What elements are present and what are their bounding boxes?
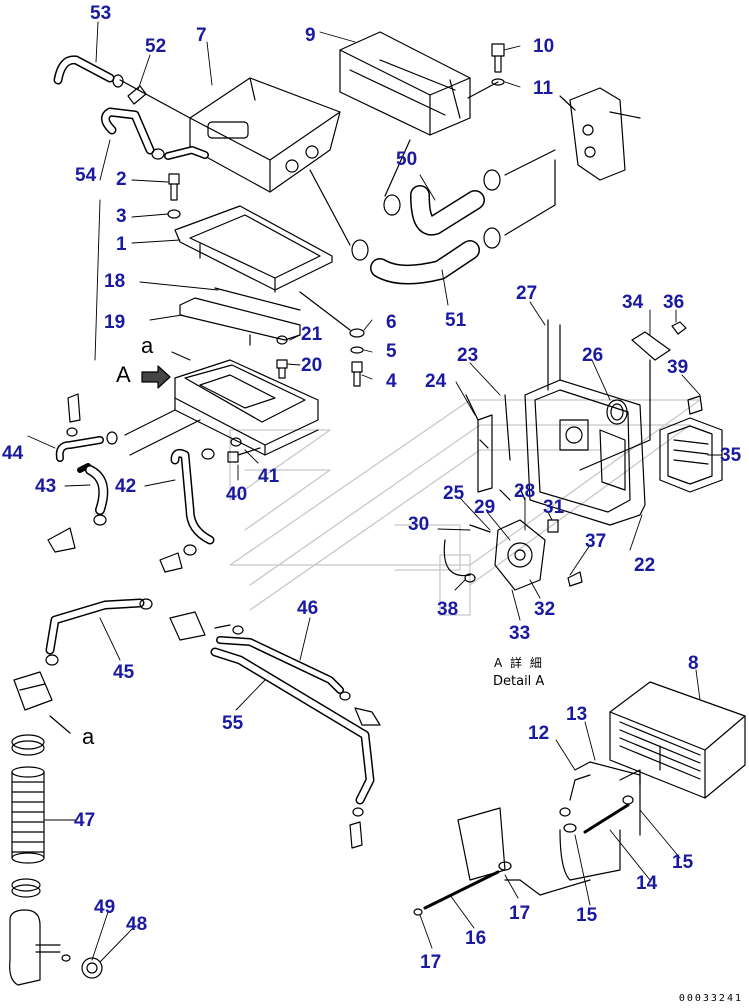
leader-lines	[27, 21, 723, 963]
bracket-12	[559, 761, 641, 881]
callout-36[interactable]: 36	[663, 292, 685, 313]
view-marker-a: A	[116, 362, 131, 387]
tray-assembly	[174, 359, 319, 456]
callout-53[interactable]: 53	[90, 3, 112, 24]
bolt-10	[467, 43, 505, 99]
callout-24[interactable]: 24	[425, 371, 447, 392]
bracket-16	[413, 807, 591, 916]
callout-5[interactable]: 5	[386, 341, 397, 362]
cap-26	[606, 399, 628, 425]
hose-43	[47, 419, 201, 553]
callout-20[interactable]: 20	[301, 355, 323, 376]
callout-25[interactable]: 25	[443, 483, 465, 504]
hose-44	[55, 393, 176, 462]
callout-14[interactable]: 14	[636, 873, 658, 894]
callout-47[interactable]: 47	[74, 810, 96, 831]
callout-32[interactable]: 32	[534, 599, 556, 620]
pipe-55	[210, 647, 375, 849]
callout-50[interactable]: 50	[396, 149, 418, 170]
box-7	[119, 77, 341, 193]
callout-12[interactable]: 12	[528, 723, 550, 744]
callout-15[interactable]: 15	[672, 852, 694, 873]
callout-4[interactable]: 4	[386, 371, 397, 392]
callout-9[interactable]: 9	[305, 25, 316, 46]
callout-33[interactable]: 33	[509, 623, 531, 644]
callout-39[interactable]: 39	[667, 357, 689, 378]
pipe-46	[216, 636, 381, 726]
callout-17[interactable]: 17	[509, 903, 531, 924]
callout-27[interactable]: 27	[516, 283, 538, 304]
callout-51[interactable]: 51	[445, 310, 467, 331]
callout-29[interactable]: 29	[474, 497, 496, 518]
view-arrow-a	[141, 351, 191, 389]
callout-10[interactable]: 10	[533, 36, 555, 57]
callout-37[interactable]: 37	[585, 531, 607, 552]
callout-55[interactable]: 55	[222, 713, 244, 734]
callout-2[interactable]: 2	[116, 169, 127, 190]
callout-35[interactable]: 35	[720, 445, 742, 466]
callout-30[interactable]: 30	[408, 514, 430, 535]
watermark-logo	[229, 399, 701, 616]
callout-17[interactable]: 17	[420, 952, 442, 973]
detail-label-en: Detail A	[493, 674, 545, 689]
frame-1	[174, 205, 333, 293]
callout-42[interactable]: 42	[115, 476, 137, 497]
callout-44[interactable]: 44	[2, 443, 24, 464]
grille-35	[659, 417, 723, 493]
callout-23[interactable]: 23	[457, 345, 479, 366]
callout-38[interactable]: 38	[437, 599, 459, 620]
callout-1[interactable]: 1	[116, 234, 127, 255]
callout-34[interactable]: 34	[622, 292, 644, 313]
bracket-9	[339, 31, 471, 136]
callout-18[interactable]: 18	[104, 271, 126, 292]
callout-3[interactable]: 3	[116, 206, 127, 227]
callout-46[interactable]: 46	[297, 598, 319, 619]
callout-31[interactable]: 31	[543, 497, 565, 518]
hose-50	[383, 139, 556, 236]
callout-26[interactable]: 26	[582, 345, 604, 366]
drawing-number: 00033241	[678, 993, 743, 1004]
heater-box-8	[609, 681, 746, 799]
hose-51	[309, 159, 556, 285]
callout-7[interactable]: 7	[196, 25, 207, 46]
callout-15[interactable]: 15	[576, 905, 598, 926]
detail-label-jp: A 詳 細	[494, 656, 544, 670]
callout-22[interactable]: 22	[634, 555, 656, 576]
callout-11[interactable]: 11	[533, 78, 554, 99]
pipe-54	[101, 107, 209, 160]
callout-41[interactable]: 41	[258, 466, 280, 487]
callout-40[interactable]: 40	[226, 484, 248, 505]
hose-53	[53, 55, 147, 105]
motor-assembly	[443, 487, 583, 591]
callout-13[interactable]: 13	[566, 704, 588, 725]
label-34	[579, 321, 703, 471]
arrow-marker-a-lower: a	[82, 724, 95, 749]
callout-19[interactable]: 19	[104, 312, 126, 333]
fasteners-right	[276, 291, 365, 387]
callout-43[interactable]: 43	[35, 476, 57, 497]
heater-unit-22	[524, 319, 646, 526]
callout-49[interactable]: 49	[94, 897, 116, 918]
gasket-24	[465, 394, 511, 493]
duct-47	[9, 671, 103, 986]
callout-16[interactable]: 16	[465, 928, 487, 949]
hose-42	[159, 437, 261, 573]
mount-plate	[559, 87, 641, 181]
bolt-2	[167, 173, 181, 219]
callout-8[interactable]: 8	[688, 653, 699, 674]
arrow-marker-a-upper: a	[141, 333, 154, 358]
duct-45	[45, 598, 244, 666]
callout-21[interactable]: 21	[301, 324, 323, 345]
callout-45[interactable]: 45	[113, 662, 135, 683]
callout-52[interactable]: 52	[145, 36, 167, 57]
callout-48[interactable]: 48	[126, 914, 148, 935]
callout-6[interactable]: 6	[386, 312, 397, 333]
callout-28[interactable]: 28	[514, 481, 536, 502]
callout-54[interactable]: 54	[75, 165, 97, 186]
